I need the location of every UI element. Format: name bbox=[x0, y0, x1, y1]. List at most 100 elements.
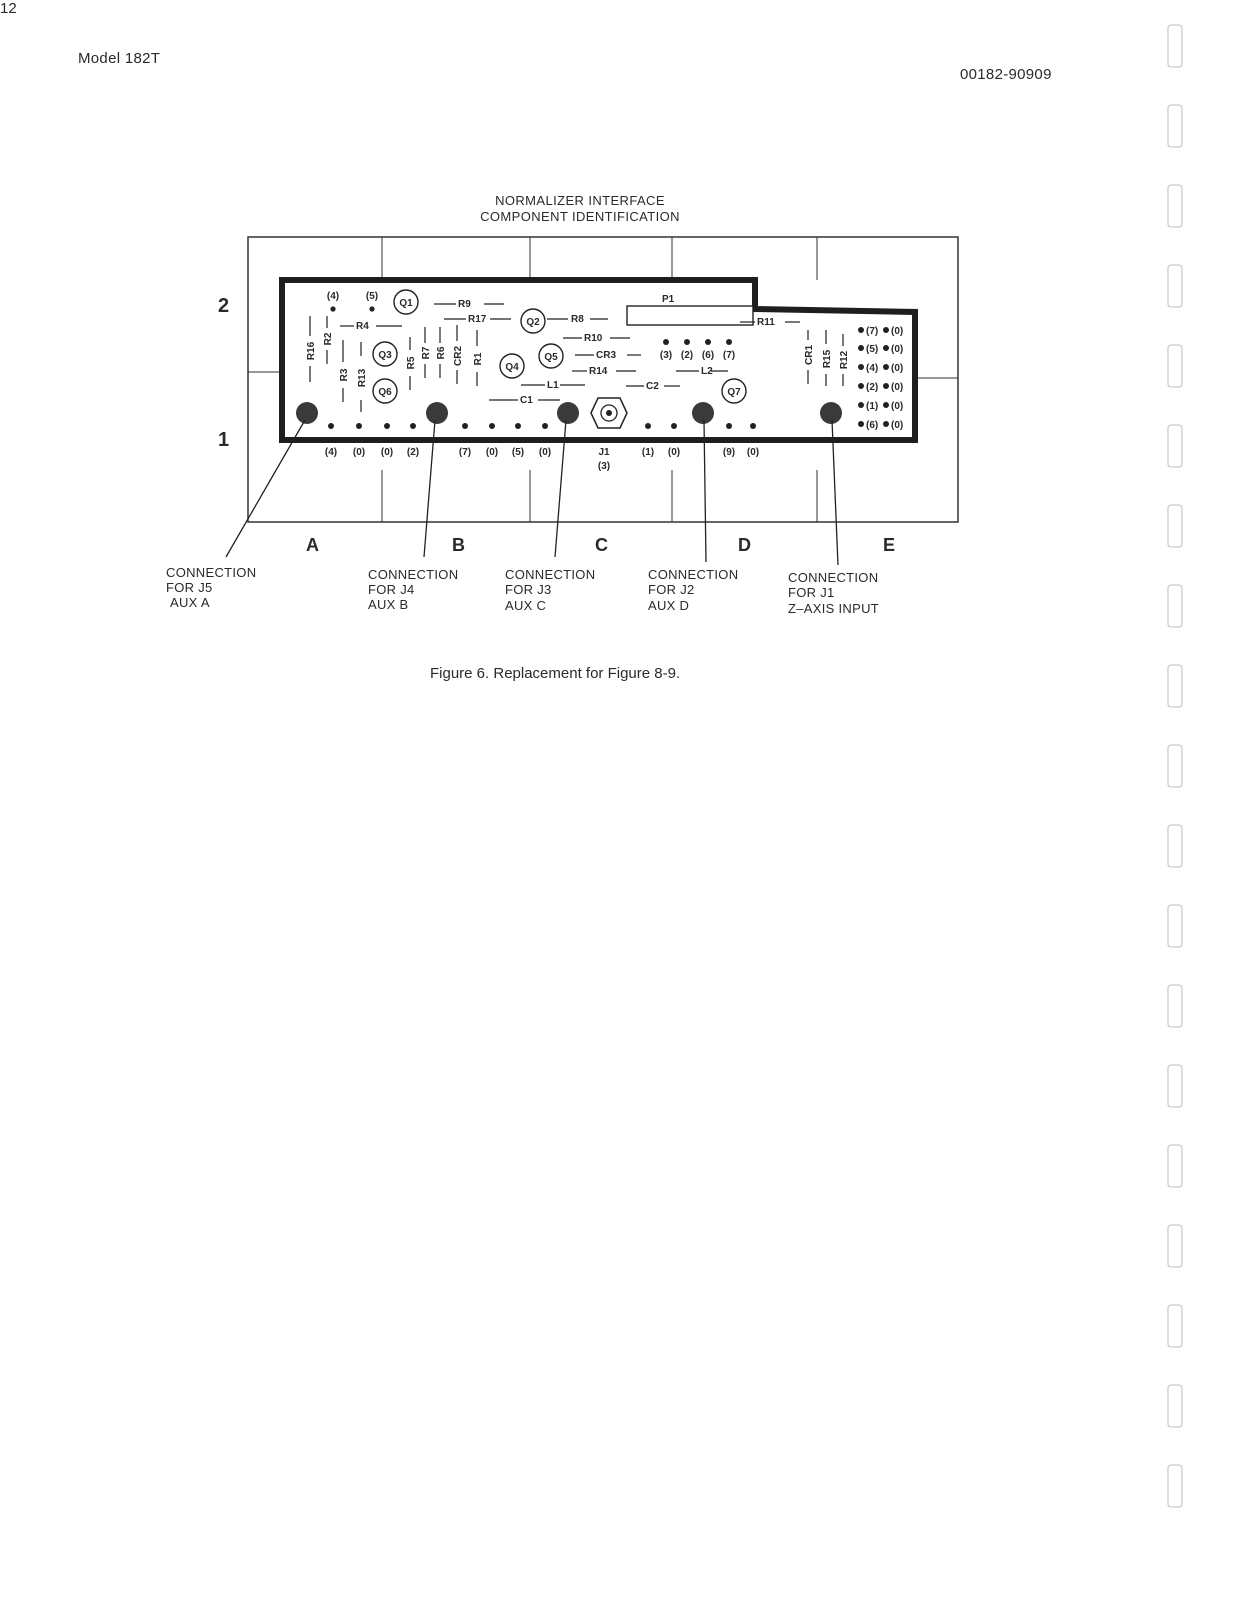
pin-code-mid-3: (7) bbox=[723, 350, 735, 361]
cr3-label: CR3 bbox=[596, 350, 616, 361]
pad-j4 bbox=[426, 402, 448, 424]
pin-code-top-b: (5) bbox=[366, 291, 378, 302]
leader-j2 bbox=[703, 419, 707, 563]
right-pin-4b: (0) bbox=[891, 401, 903, 412]
q7-label: Q7 bbox=[727, 387, 741, 398]
q5-label: Q5 bbox=[544, 352, 558, 363]
bottom-pin-2: (0) bbox=[381, 447, 393, 458]
q6-label: Q6 bbox=[378, 387, 392, 398]
j1-code: (3) bbox=[598, 461, 610, 472]
connection-j3-line2: FOR J3 bbox=[505, 582, 552, 597]
binder-edge-marks bbox=[1167, 24, 1183, 1508]
figure-title: NORMALIZER INTERFACE COMPONENT IDENTIFIC… bbox=[430, 193, 730, 225]
r1-label: R1 bbox=[473, 352, 484, 365]
figure-caption-text: Figure 6. Replacement for Figure 8-9. bbox=[430, 665, 681, 682]
l2-label: L2 bbox=[701, 366, 713, 377]
r10-label: R10 bbox=[584, 333, 603, 344]
column-label-c: C bbox=[595, 535, 608, 555]
right-pin-5a: (6) bbox=[866, 420, 878, 431]
r3-label: R3 bbox=[339, 368, 350, 381]
right-pin-1a: (5) bbox=[866, 344, 878, 355]
grid-frame bbox=[247, 236, 959, 523]
pad-j5 bbox=[296, 402, 318, 424]
pad-j2 bbox=[692, 402, 714, 424]
bottom-pin-7: (0) bbox=[539, 447, 551, 458]
r2-label: R2 bbox=[323, 332, 334, 345]
column-label-e: E bbox=[883, 535, 895, 555]
connection-j2-line3: AUX D bbox=[648, 598, 689, 613]
pin-code-mid-2: (6) bbox=[702, 350, 714, 361]
j1-label: J1 bbox=[598, 447, 610, 458]
connector-p1 bbox=[626, 305, 754, 326]
bottom-pin-0: (4) bbox=[325, 447, 337, 458]
r7-label: R7 bbox=[421, 346, 432, 359]
right-pin-4a: (1) bbox=[866, 401, 878, 412]
r13-label: R13 bbox=[357, 368, 368, 387]
grid-ticks bbox=[248, 237, 958, 522]
transistor-q4 bbox=[499, 353, 525, 379]
right-pin-0b: (0) bbox=[891, 326, 903, 337]
model-label: Model 182T bbox=[78, 50, 161, 67]
q3-label: Q3 bbox=[378, 350, 392, 361]
cr2-label: CR2 bbox=[453, 346, 464, 366]
figure-title-line2: COMPONENT IDENTIFICATION bbox=[480, 209, 680, 224]
connection-j3-line1: CONNECTION bbox=[505, 567, 595, 582]
cr1-label: CR1 bbox=[804, 345, 815, 365]
transistor-q5 bbox=[538, 343, 564, 369]
transistor-q1 bbox=[393, 289, 419, 315]
connection-j3-line3: AUX C bbox=[505, 598, 546, 613]
pad-j1 bbox=[820, 402, 842, 424]
connection-j4-line1: CONNECTION bbox=[368, 567, 458, 582]
r12-label: R12 bbox=[839, 350, 850, 369]
right-pin-2a: (4) bbox=[866, 363, 878, 374]
right-pin-0a: (7) bbox=[866, 326, 878, 337]
r14-label: R14 bbox=[589, 366, 608, 377]
q2-label: Q2 bbox=[526, 317, 540, 328]
row-label-2: 2 bbox=[218, 295, 229, 317]
bottom-pin-6: (5) bbox=[512, 447, 524, 458]
c2-label: C2 bbox=[646, 381, 659, 392]
column-label-b: B bbox=[452, 535, 465, 555]
column-label-a: A bbox=[306, 535, 319, 555]
q4-label: Q4 bbox=[505, 362, 519, 373]
r4-label: R4 bbox=[356, 321, 369, 332]
r8-label: R8 bbox=[571, 314, 584, 325]
connection-j5-line2: FOR J5 bbox=[166, 580, 213, 595]
r6-label: R6 bbox=[436, 346, 447, 359]
r17-label: R17 bbox=[468, 314, 487, 325]
leader-j3 bbox=[554, 419, 567, 558]
figure-title-line1: NORMALIZER INTERFACE bbox=[495, 193, 665, 208]
row-label-1: 1 bbox=[218, 429, 229, 451]
bottom-pin-11: (0) bbox=[747, 447, 759, 458]
transistor-q3 bbox=[372, 341, 398, 367]
connection-j1-line1: CONNECTION bbox=[788, 570, 878, 585]
leader-j4 bbox=[423, 419, 436, 558]
connection-j1-line3: Z–AXIS INPUT bbox=[788, 601, 879, 616]
connection-j1-line2: FOR J1 bbox=[788, 585, 835, 600]
r16-label: R16 bbox=[306, 341, 317, 360]
r9-label: R9 bbox=[458, 299, 471, 310]
r11-label: R11 bbox=[757, 317, 775, 328]
connection-j5-line3: AUX A bbox=[170, 595, 210, 610]
pad-j3 bbox=[557, 402, 579, 424]
connection-j2-line2: FOR J2 bbox=[648, 582, 695, 597]
connection-j2-line1: CONNECTION bbox=[648, 567, 738, 582]
transistor-q7 bbox=[721, 378, 747, 404]
page-number: 12 bbox=[0, 0, 17, 17]
transistor-q6 bbox=[372, 378, 398, 404]
q1-label: Q1 bbox=[399, 298, 413, 309]
pin-code-mid-0: (3) bbox=[660, 350, 672, 361]
r5-label: R5 bbox=[406, 356, 417, 369]
pin-code-top-a: (4) bbox=[327, 291, 339, 302]
connection-j4-line3: AUX B bbox=[368, 597, 409, 612]
connection-j5-line1: CONNECTION bbox=[166, 565, 256, 580]
pin-code-mid-1: (2) bbox=[681, 350, 693, 361]
right-pin-2b: (0) bbox=[891, 363, 903, 374]
c1-label: C1 bbox=[520, 395, 533, 406]
leader-j5 bbox=[225, 419, 306, 558]
leader-j1 bbox=[831, 419, 839, 566]
right-pin-3b: (0) bbox=[891, 382, 903, 393]
p1-label: P1 bbox=[662, 294, 675, 305]
column-label-d: D bbox=[738, 535, 751, 555]
